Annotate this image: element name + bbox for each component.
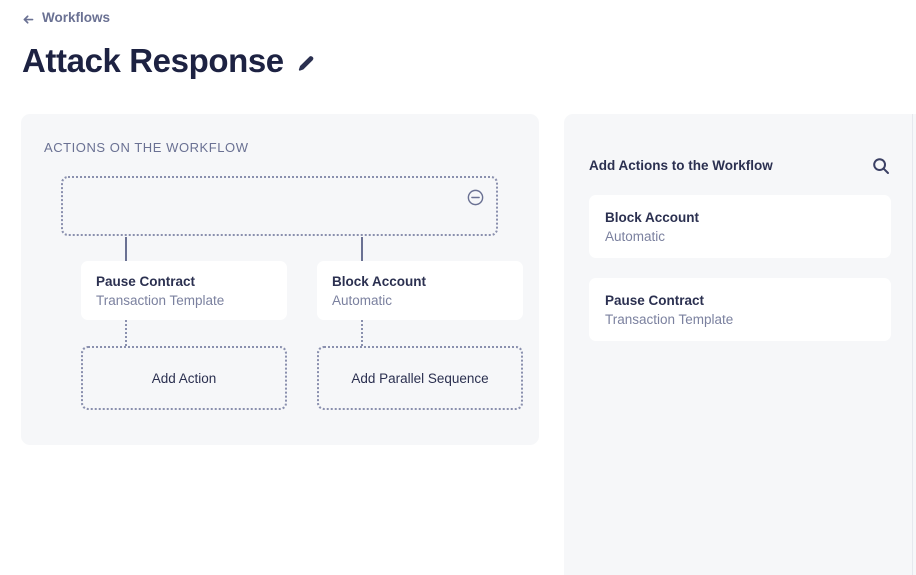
action-card-title: Pause Contract [96, 274, 196, 289]
connector-card-to-add-1 [125, 320, 127, 346]
workflow-branch-2: Block Account Automatic Add Parallel Seq… [317, 261, 523, 410]
library-card-title: Pause Contract [605, 293, 705, 308]
workflow-canvas-panel: ACTIONS ON THE WORKFLOW Pause Contract T… [21, 114, 539, 445]
library-title: Add Actions to the Workflow [589, 158, 773, 173]
connector-root-to-branch-1 [125, 237, 127, 261]
connector-card-to-add-2 [361, 320, 363, 346]
action-library-panel: Add Actions to the Workflow Block Accoun… [564, 114, 916, 575]
panel-divider [912, 114, 913, 575]
workflow-action-card[interactable]: Block Account Automatic [317, 261, 523, 320]
pencil-icon[interactable] [297, 55, 315, 73]
action-card-subtitle: Transaction Template [96, 293, 225, 308]
back-to-workflows-link[interactable]: Workflows [22, 8, 110, 28]
title-row: Attack Response [22, 41, 916, 81]
add-parallel-sequence-button[interactable]: Add Parallel Sequence [317, 346, 523, 410]
page-title: Attack Response [22, 41, 284, 79]
library-card-list: Block Account Automatic Pause Contract T… [589, 195, 891, 361]
workflow-branch-1: Pause Contract Transaction Template Add … [81, 261, 287, 410]
page-header: Workflows Attack Response [0, 0, 916, 81]
action-card-title: Block Account [332, 274, 427, 289]
library-card-subtitle: Transaction Template [605, 312, 734, 327]
library-card-title: Block Account [605, 210, 700, 225]
add-action-button[interactable]: Add Action [81, 346, 287, 410]
minus-circle-icon[interactable] [466, 188, 485, 207]
panels-container: ACTIONS ON THE WORKFLOW Pause Contract T… [0, 114, 916, 575]
library-action-card[interactable]: Pause Contract Transaction Template [589, 278, 891, 341]
action-card-subtitle: Automatic [332, 293, 393, 308]
search-icon[interactable] [871, 156, 891, 176]
connector-root-to-branch-2 [361, 237, 363, 261]
library-card-subtitle: Automatic [605, 229, 666, 244]
workflow-root-node[interactable] [61, 176, 498, 236]
arrow-left-icon [22, 13, 35, 26]
section-label-actions-on-workflow: ACTIONS ON THE WORKFLOW [44, 140, 249, 155]
back-link-label: Workflows [42, 10, 111, 25]
library-action-card[interactable]: Block Account Automatic [589, 195, 891, 258]
workflow-action-card[interactable]: Pause Contract Transaction Template [81, 261, 287, 320]
library-header: Add Actions to the Workflow [589, 156, 891, 176]
